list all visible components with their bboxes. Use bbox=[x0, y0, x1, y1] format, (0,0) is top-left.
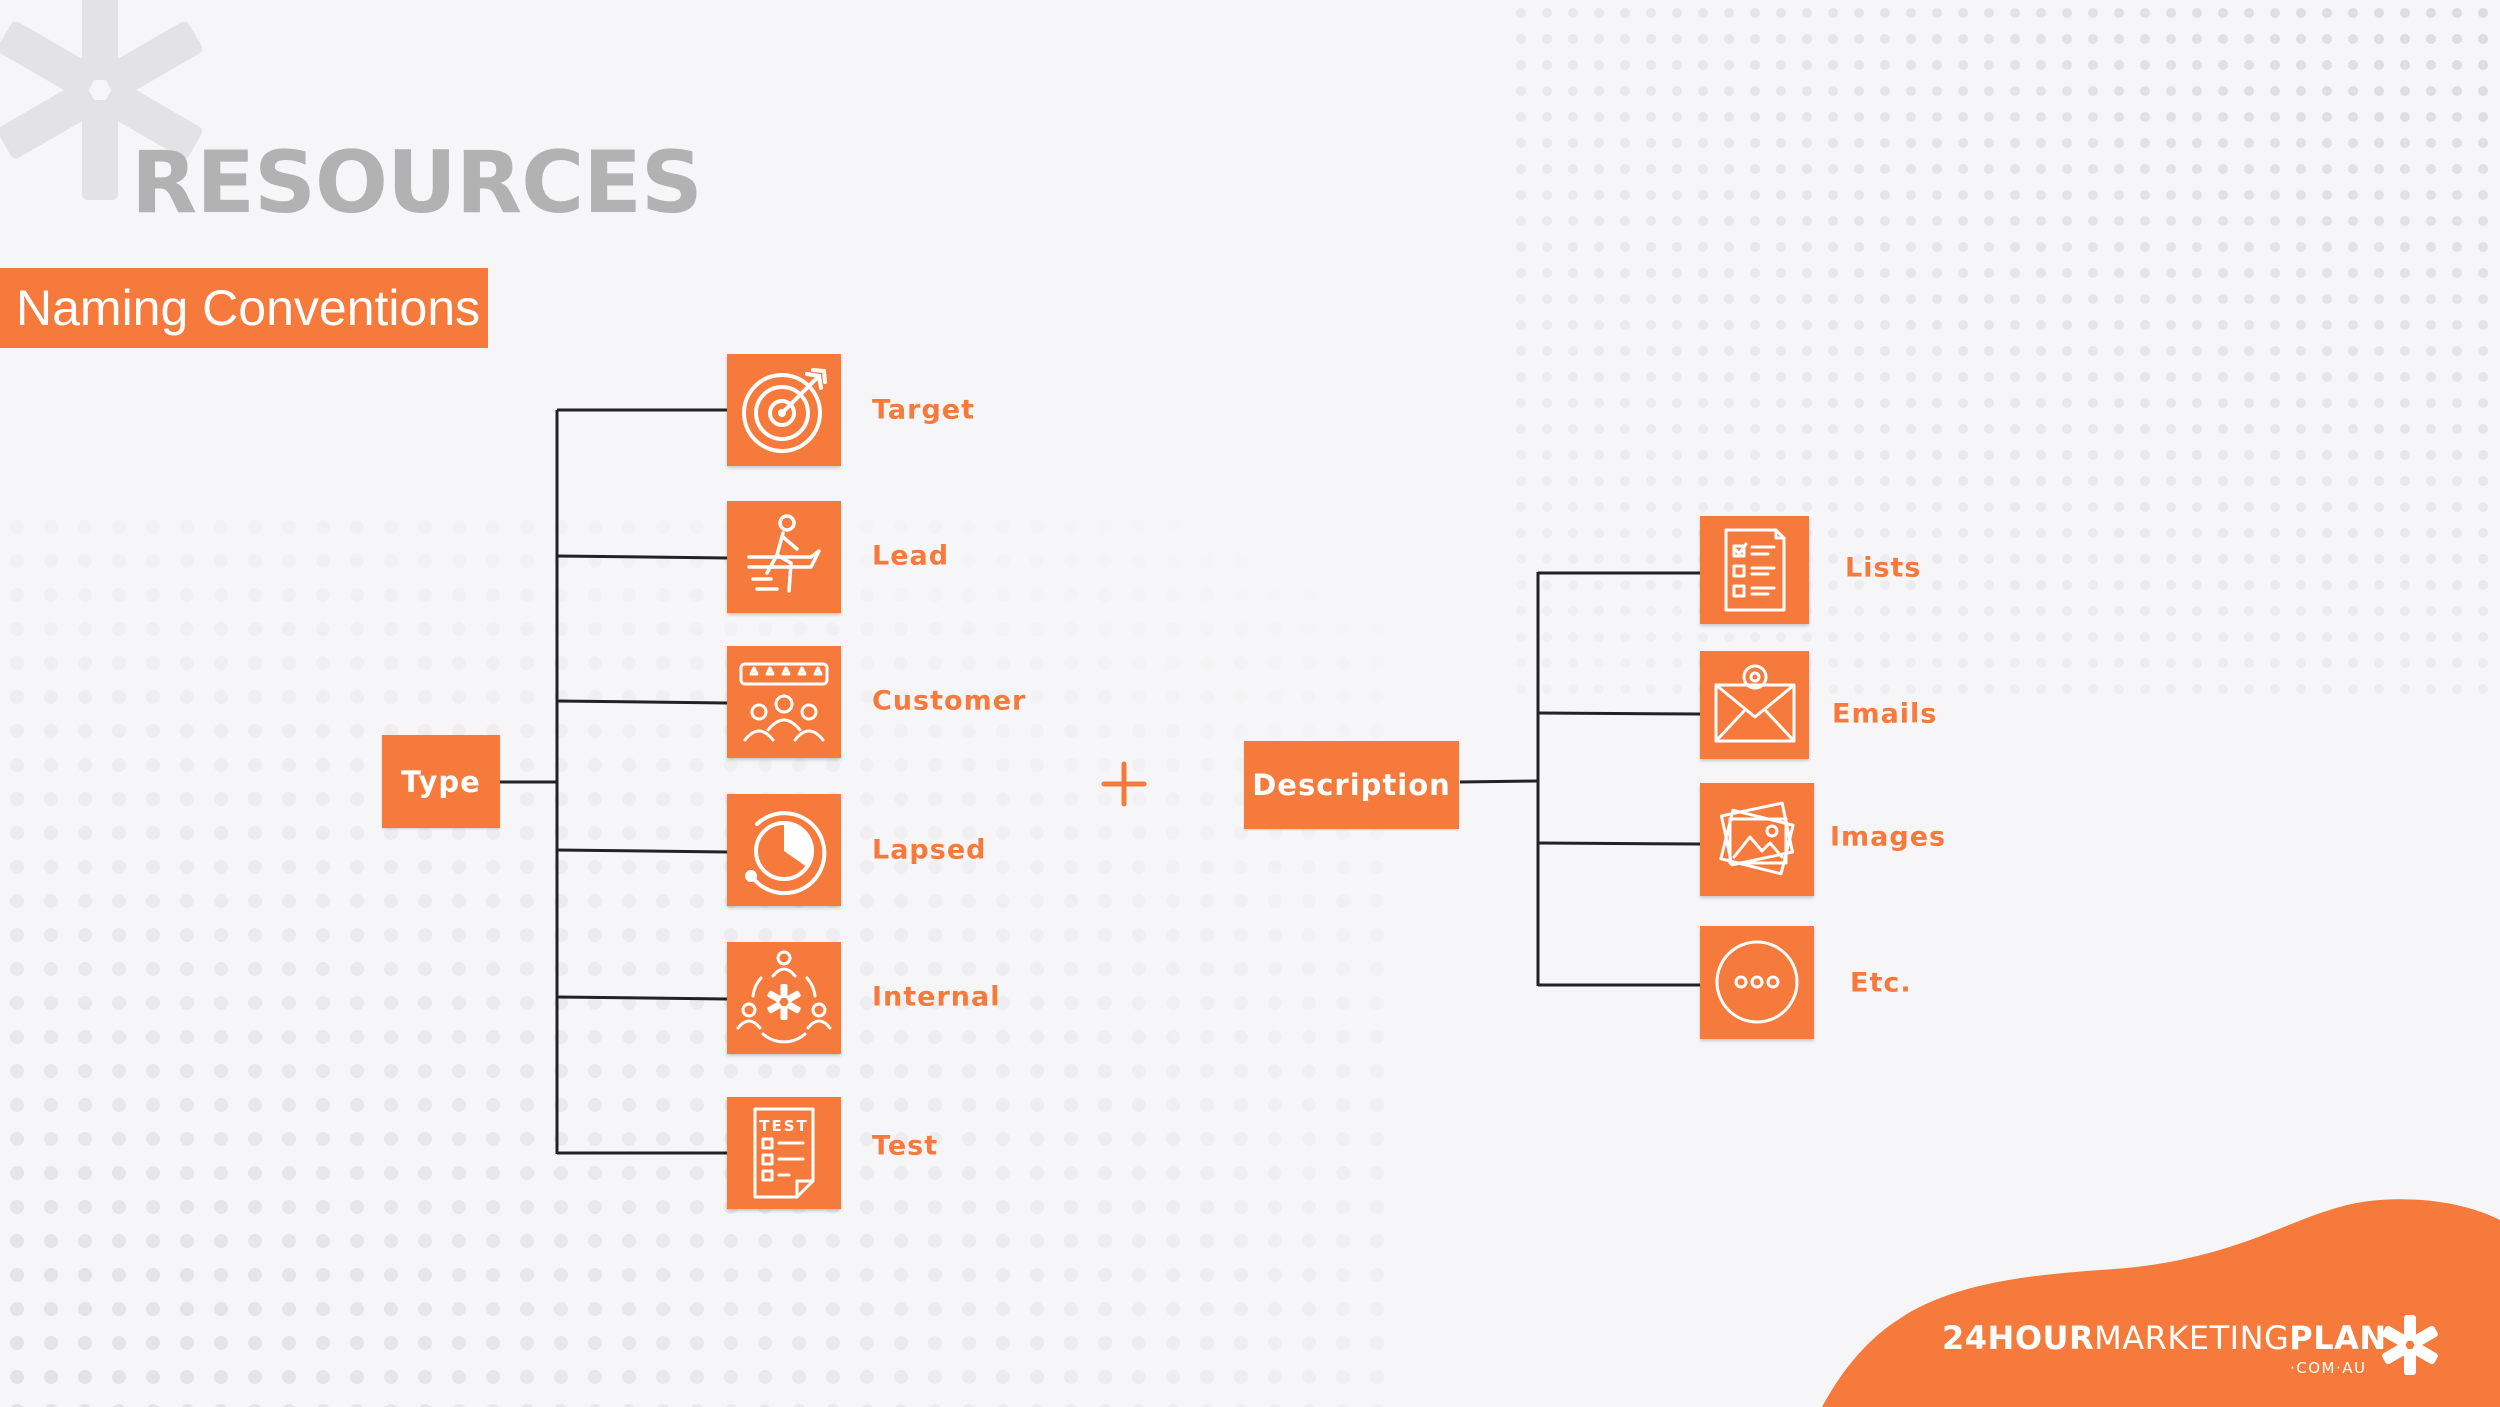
section-subtitle-banner: Naming Conventions bbox=[0, 268, 488, 348]
type-label-customer: Customer bbox=[872, 685, 1027, 717]
more-dots-icon bbox=[1715, 940, 1799, 1024]
tile-emails bbox=[1700, 651, 1809, 759]
email-envelope-icon bbox=[1714, 664, 1796, 743]
brand-logo-icon bbox=[2382, 1315, 2438, 1375]
logo-part-light: MARKETING bbox=[2094, 1319, 2290, 1357]
brand-mark-faint-icon bbox=[0, 0, 203, 200]
description-box: Description bbox=[1244, 741, 1459, 829]
internal-team-icon bbox=[736, 950, 832, 1044]
brand-logo-domain: ·COM·AU bbox=[2290, 1359, 2367, 1377]
tile-etc bbox=[1700, 926, 1814, 1039]
description-connector-lines bbox=[1459, 571, 1701, 987]
tile-target bbox=[727, 354, 841, 466]
type-box: Type bbox=[382, 735, 500, 828]
orange-wave-footer bbox=[1822, 1199, 2500, 1407]
dot-pattern-bottom-left bbox=[0, 500, 1400, 1407]
checklist-icon bbox=[1724, 528, 1786, 612]
test-tile-text: TEST bbox=[759, 1117, 809, 1135]
test-checklist-icon: TEST bbox=[753, 1107, 815, 1199]
description-label-etc: Etc. bbox=[1850, 967, 1912, 999]
description-label-lists: Lists bbox=[1845, 552, 1922, 584]
description-label-emails: Emails bbox=[1832, 698, 1938, 730]
tile-lead bbox=[727, 501, 841, 613]
type-label-lapsed: Lapsed bbox=[872, 834, 987, 866]
target-icon bbox=[742, 368, 827, 453]
lapsed-cycle-icon bbox=[745, 811, 827, 896]
tile-lapsed bbox=[727, 794, 841, 906]
type-connector-lines bbox=[500, 408, 728, 1155]
plus-icon bbox=[1101, 761, 1147, 807]
type-label-target: Target bbox=[872, 394, 976, 426]
logo-part-bold-2: PLAN bbox=[2289, 1319, 2387, 1357]
dot-pattern-top-right bbox=[1500, 0, 2500, 700]
images-stack-icon bbox=[1719, 801, 1795, 876]
runner-breaking-tape-icon bbox=[747, 514, 821, 593]
description-label-images: Images bbox=[1830, 821, 1947, 853]
logo-part-bold-1: 24HOUR bbox=[1942, 1319, 2095, 1357]
tile-lists bbox=[1700, 516, 1809, 624]
tile-customer bbox=[727, 646, 841, 758]
tile-internal bbox=[727, 942, 841, 1054]
type-label-lead: Lead bbox=[872, 540, 950, 572]
page-title: RESOURCES bbox=[131, 133, 703, 233]
type-label-test: Test bbox=[872, 1130, 939, 1162]
type-label-internal: Internal bbox=[872, 981, 1001, 1013]
tile-test: TEST bbox=[727, 1097, 841, 1209]
brand-logo-text: 24HOURMARKETINGPLAN bbox=[1942, 1322, 2387, 1354]
customer-rating-icon bbox=[739, 662, 829, 742]
tile-images bbox=[1700, 783, 1814, 896]
